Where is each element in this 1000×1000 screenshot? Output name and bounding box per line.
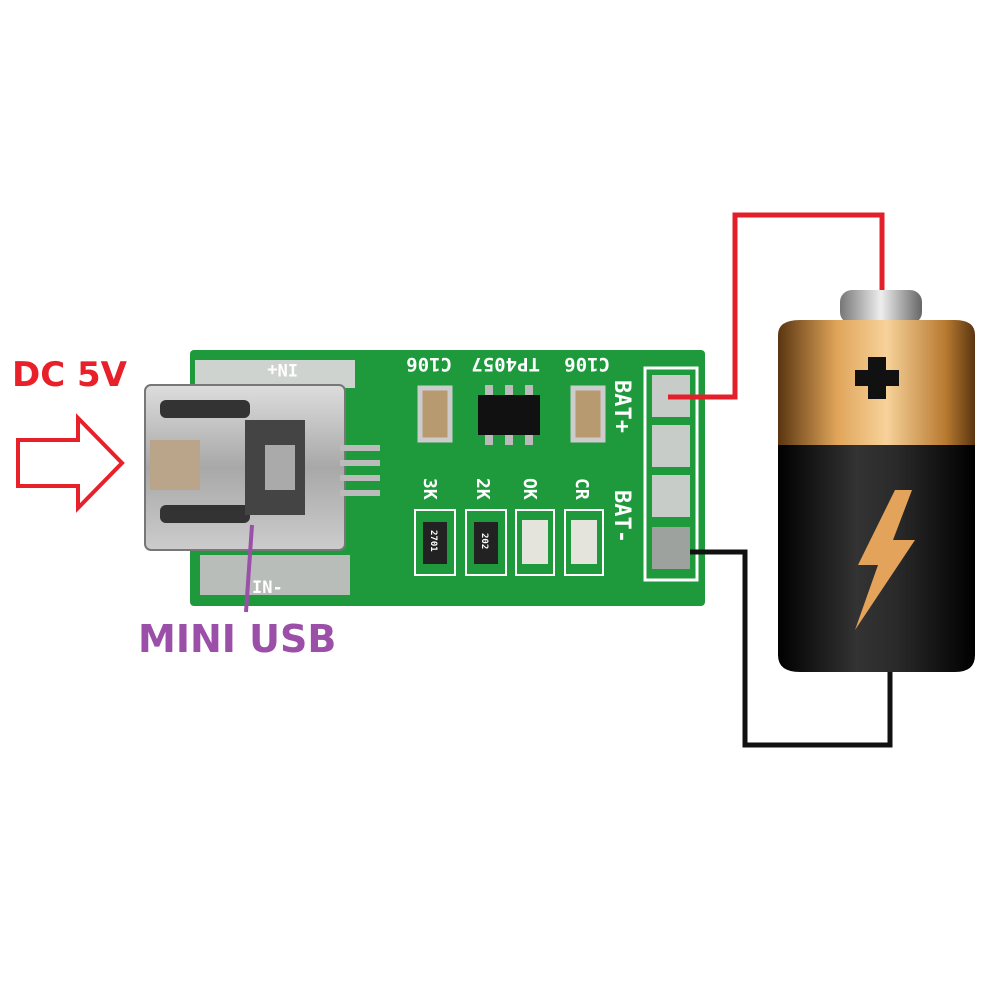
silk-cap-right: C106	[564, 353, 610, 375]
silk-in-minus: IN-	[252, 578, 283, 598]
positive-wire	[668, 212, 885, 400]
silk-bat-minus: BAT-	[609, 490, 634, 543]
arrow-right-outline-icon	[16, 413, 125, 513]
silk-led-cr: CR	[571, 478, 592, 500]
lightning-bolt-icon	[855, 490, 915, 630]
silk-led-ok: OK	[519, 478, 540, 500]
tp4057-chip	[478, 395, 540, 435]
battery-icon	[778, 290, 975, 672]
mini-usb-connector	[144, 384, 380, 551]
connector-pointer-line	[244, 524, 254, 613]
capacitor	[417, 385, 453, 443]
resistor-code: 2701	[428, 530, 438, 552]
resistor-code: 202	[479, 533, 489, 549]
capacitor	[570, 385, 606, 443]
silk-in-plus: IN+	[267, 359, 298, 379]
silk-bat-plus: BAT+	[609, 380, 634, 433]
negative-wire	[690, 549, 893, 748]
input-voltage-label: DC 5V	[12, 355, 128, 395]
plus-icon	[855, 357, 899, 399]
silk-r1: 3K	[419, 478, 440, 500]
led-cr	[571, 520, 597, 564]
silk-chip: TP4057	[471, 353, 540, 375]
silk-r2: 2K	[472, 478, 493, 500]
led-ok	[522, 520, 548, 564]
connector-label: MINI USB	[138, 617, 336, 661]
silk-cap-left: C106	[406, 353, 452, 375]
